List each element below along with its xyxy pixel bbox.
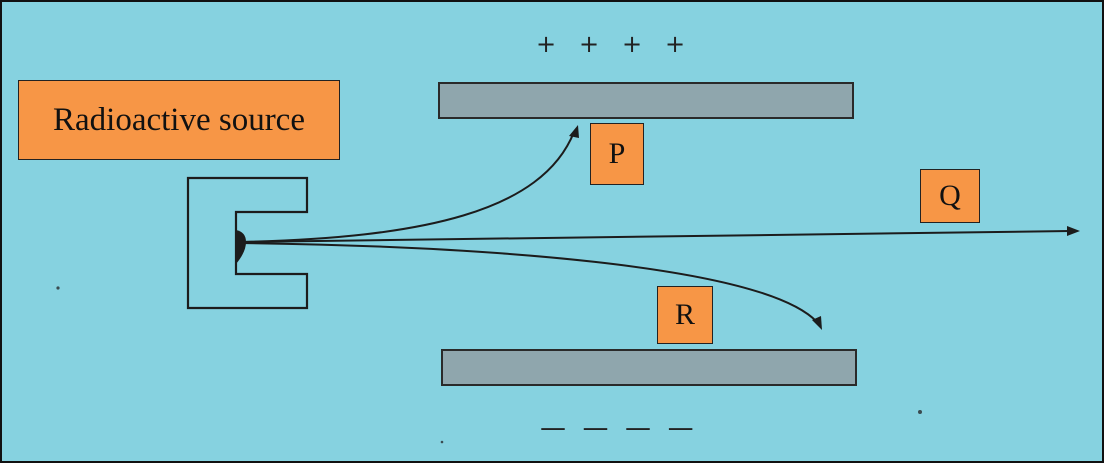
radioactive-source-label: Radioactive source — [18, 80, 340, 160]
speckle — [56, 286, 60, 290]
ray-r-label: R — [657, 286, 713, 344]
ray-p-path — [239, 131, 575, 243]
ray-p-arrowhead — [569, 125, 579, 138]
ray-r-arrowhead — [812, 316, 822, 330]
lead-container — [186, 176, 309, 310]
positive-plate — [438, 82, 854, 119]
speckle — [440, 440, 444, 444]
ray-q-arrowhead — [1067, 226, 1080, 236]
negative-plate — [441, 349, 857, 386]
ray-r-path — [239, 242, 818, 323]
negative-charge-signs: — — — — — [540, 413, 694, 443]
ray-p-label: P — [590, 123, 644, 185]
ray-q-label: Q — [920, 169, 980, 223]
positive-charge-signs: + + + + — [536, 30, 686, 58]
speckle — [918, 410, 922, 414]
radioactive-source-dot — [236, 230, 246, 264]
ray-q-path — [239, 230, 1071, 243]
